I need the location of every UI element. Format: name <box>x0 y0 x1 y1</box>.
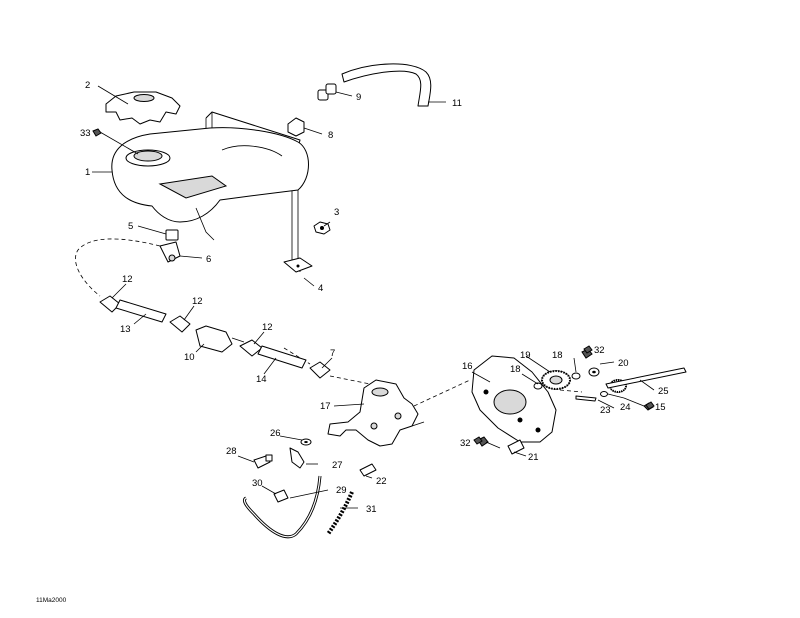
oil-line-path-upper <box>75 238 161 297</box>
callout-21: 21 <box>528 452 539 463</box>
callout-32-lower-marker <box>473 436 483 445</box>
callout-2: 2 <box>85 80 90 91</box>
vent-fitting-8 <box>287 117 305 137</box>
callout-33: 33 <box>80 128 91 139</box>
bolt-28 <box>253 454 273 469</box>
washer-20 <box>588 367 600 377</box>
callout-22: 22 <box>376 476 387 487</box>
callout-12-middle: 12 <box>192 296 203 307</box>
spiral-sleeve-31 <box>326 491 354 536</box>
callout-9: 9 <box>356 92 361 103</box>
callout-13: 13 <box>120 324 131 335</box>
callout-26: 26 <box>270 428 281 439</box>
oil-line-path-lower <box>329 375 371 385</box>
tank-outlet-fitting <box>159 229 181 263</box>
bolt-22 <box>359 463 377 477</box>
callout-12-left: 12 <box>122 274 133 285</box>
callout-7: 7 <box>330 348 335 359</box>
callout-20: 20 <box>618 358 629 369</box>
oil-filter <box>195 325 245 353</box>
callout-28: 28 <box>226 446 237 457</box>
clamp-12-left <box>99 295 121 313</box>
callout-15: 15 <box>655 402 666 413</box>
hose-route-14 <box>283 347 311 365</box>
callout-18-right: 18 <box>552 350 563 361</box>
clamp-7 <box>309 361 331 379</box>
drive-shaft <box>605 367 687 389</box>
drive-gear <box>541 370 571 390</box>
callout-5: 5 <box>128 221 133 232</box>
callout-14: 14 <box>256 374 267 385</box>
callout-labels: 2 33 1 5 6 3 4 8 9 11 12 12 12 13 10 14 … <box>80 80 669 515</box>
callout-32-lower: 32 <box>460 438 471 449</box>
callout-16: 16 <box>462 361 473 372</box>
callout-6: 6 <box>206 254 211 265</box>
callout-8: 8 <box>328 130 333 141</box>
washer-18-left <box>533 382 543 390</box>
connector-9 <box>317 83 337 101</box>
callout-15-marker <box>645 401 655 410</box>
hose-14 <box>257 345 307 369</box>
washer-24 <box>600 391 608 397</box>
clamp-12-middle <box>169 315 191 333</box>
callout-33-marker <box>92 128 102 137</box>
leader-lines <box>92 85 655 509</box>
callout-4: 4 <box>318 283 323 294</box>
pump-cover <box>471 355 557 443</box>
callout-19: 19 <box>520 350 531 361</box>
callout-25: 25 <box>658 386 669 397</box>
pin-23 <box>575 395 597 402</box>
pump-to-cover <box>413 379 471 407</box>
washer-26 <box>300 438 312 446</box>
clip-27 <box>289 447 305 469</box>
callout-24: 24 <box>620 402 631 413</box>
tank-cap <box>105 91 181 125</box>
cover-to-shaft <box>559 389 583 393</box>
callout-11: 11 <box>452 98 462 109</box>
callout-32-upper: 32 <box>594 345 605 356</box>
callout-30: 30 <box>252 478 263 489</box>
callout-23: 23 <box>600 405 611 416</box>
oil-tank <box>111 127 309 241</box>
cable-29 <box>242 475 322 539</box>
washer-18-right <box>571 372 581 380</box>
callout-1: 1 <box>85 167 90 178</box>
callout-31: 31 <box>366 504 377 515</box>
callout-12-right: 12 <box>262 322 273 333</box>
hose-13 <box>115 299 167 323</box>
callout-17: 17 <box>320 401 331 412</box>
oil-pump <box>327 379 425 447</box>
sleeve-30 <box>273 489 289 503</box>
screw-21 <box>507 439 525 455</box>
vent-hose <box>341 63 432 107</box>
callout-29: 29 <box>336 485 347 496</box>
diagram-reference-code: 11Ma2000 <box>36 597 67 604</box>
callout-27: 27 <box>332 460 343 471</box>
callout-3: 3 <box>334 207 339 218</box>
callout-32-upper-marker <box>583 345 593 354</box>
callout-10: 10 <box>184 352 195 363</box>
callout-18-left: 18 <box>510 364 521 375</box>
